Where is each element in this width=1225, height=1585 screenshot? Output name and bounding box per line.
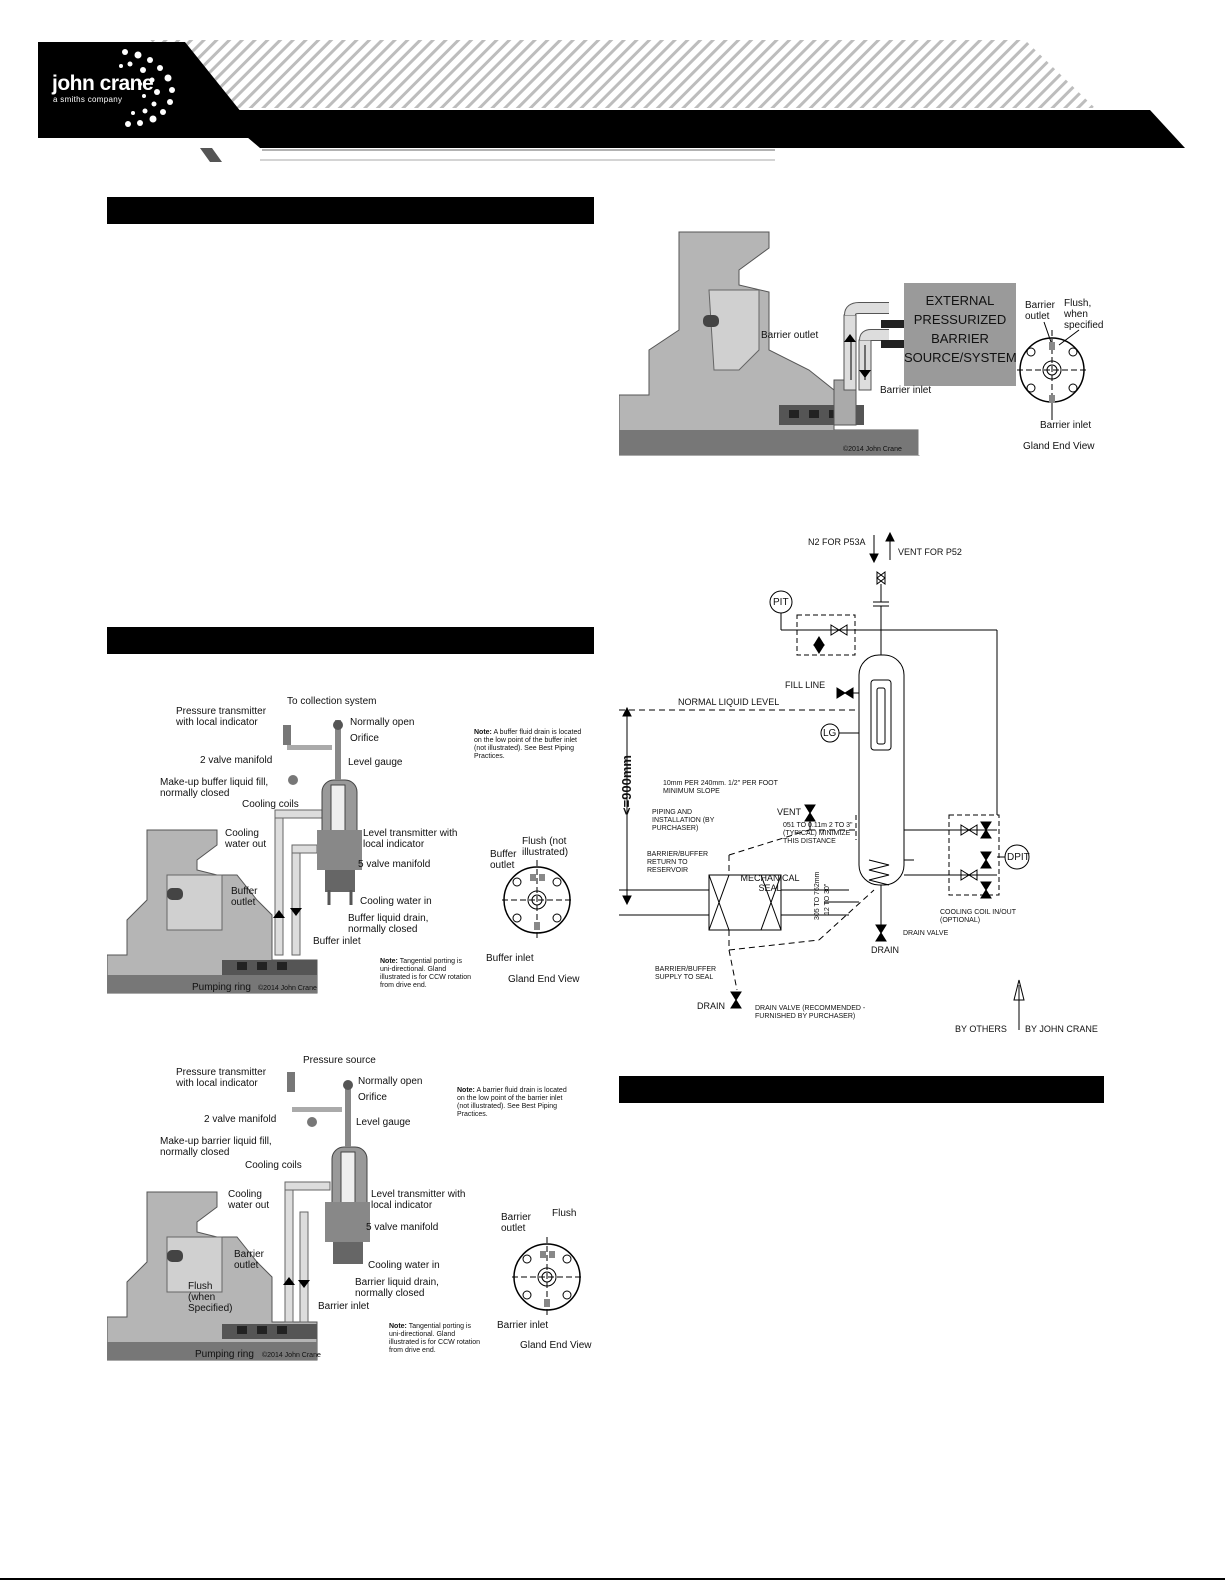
barrier-cooling-coils: Cooling coils [245,1160,302,1171]
barrier-gland-title: Gland End View [520,1340,592,1351]
sch-cooling-coil: COOLING COIL IN/OUT (OPTIONAL) [940,909,1016,924]
barrier-vessel-illustration [107,1072,583,1361]
logo-main: john crane [52,72,154,95]
label-copyright-1: ©2014 John Crane [843,446,902,453]
buffer-cooling-water-in: Cooling water in [360,896,432,907]
external-barrier-box: EXTERNAL PRESSURIZED BARRIER SOURCE/SYST… [904,283,1017,386]
bottom-rule [0,1578,1225,1580]
sch-dim2: 12 TO 30" [824,883,831,915]
buffer-5-valve: 5 valve manifold [358,859,431,870]
buffer-level-gauge: Level gauge [348,757,403,768]
sch-pit: PIT [773,597,789,608]
gland-barrier-outlet: Barrier outlet [1025,300,1056,322]
sch-vent: VENT [777,807,802,817]
barrier-note-2: Note: Tangential porting is uni-directio… [389,1323,481,1354]
barrier-cooling-water-in: Cooling water in [368,1260,440,1271]
barrier-makeup: Make-up barrier liquid fill, normally cl… [160,1136,272,1158]
barrier-copyright: ©2014 John Crane [262,1352,321,1359]
gland-barrier-inlet: Barrier inlet [1040,420,1092,431]
buffer-to-collection: To collection system [287,696,377,707]
gland-flush: Flush, when specified [1064,298,1104,331]
buffer-gland-title: Gland End View [508,974,580,985]
header-graphic [38,40,1185,162]
buffer-outlet: Buffer outlet [231,886,258,908]
sch-n2: N2 FOR P53A [808,537,866,547]
barrier-drain: Barrier liquid drain, normally closed [355,1277,439,1299]
sch-by-others: BY OTHERS [955,1024,1007,1034]
barrier-level-gauge: Level gauge [356,1117,411,1128]
barrier-gland-outlet: Barrier outlet [501,1212,532,1234]
buffer-makeup: Make-up buffer liquid fill, normally clo… [160,777,269,799]
buffer-pressure-transmitter: Pressure transmitter with local indicato… [176,706,267,728]
buffer-normally-open: Normally open [350,717,415,728]
barrier-outlet: Barrier outlet [234,1249,265,1271]
buffer-system-illustration [107,720,573,994]
section-bar-1 [107,197,594,224]
barrier-pressure-transmitter: Pressure transmitter with local indicato… [176,1067,267,1089]
buffer-pumping-ring: Pumping ring [192,982,251,993]
buffer-note-2: Note: Tangential porting is uni-directio… [380,958,472,989]
buffer-cooling-coils: Cooling coils [242,799,299,810]
buffer-cooling-water-out: Cooling water out [225,828,267,850]
sch-normal-level: NORMAL LIQUID LEVEL [678,697,780,707]
buffer-inlet: Buffer inlet [313,936,361,947]
buffer-drain: Buffer liquid drain, normally closed [348,913,429,935]
label-barrier-inlet: Barrier inlet [880,385,932,396]
barrier-cooling-water-out: Cooling water out [228,1189,270,1211]
sch-drain: DRAIN [871,945,900,955]
sch-supply: BARRIER/BUFFER SUPPLY TO SEAL [655,966,717,981]
section-bar-2 [107,627,594,654]
barrier-gland-inlet: Barrier inlet [497,1320,549,1331]
buffer-orifice: Orifice [350,733,379,744]
barrier-system-illustration [619,230,1089,456]
sch-dim1: 305 TO 762mm [814,871,821,920]
buffer-2-valve: 2 valve manifold [200,755,273,766]
barrier-flush: Flush (when Specified) [188,1281,233,1314]
logo-sub: a smiths company [53,95,123,104]
seal-support-schematic [619,531,1030,1030]
sch-slope: 10mm PER 240mm. 1/2" PER FOOT MINIMUM SL… [663,780,778,795]
sch-fill-line: FILL LINE [785,680,826,690]
barrier-normally-open: Normally open [358,1076,423,1087]
sch-drain2: DRAIN [697,1001,726,1011]
barrier-pressure-source: Pressure source [303,1055,376,1066]
barrier-note: Note: A barrier fluid drain is located o… [457,1087,567,1118]
barrier-2-valve: 2 valve manifold [204,1114,277,1125]
buffer-level-transmitter: Level transmitter with local indicator [363,828,458,850]
sch-height: <=900mm [619,755,634,815]
barrier-gland-flush: Flush [552,1208,577,1219]
label-barrier-outlet: Barrier outlet [761,330,819,341]
sch-drain-valve: DRAIN VALVE [903,930,949,937]
sch-lg: LG [823,728,837,739]
section-bar-3 [619,1076,1104,1103]
barrier-inlet: Barrier inlet [318,1301,370,1312]
buffer-gland-outlet: Buffer outlet [490,849,517,871]
barrier-level-transmitter: Level transmitter with local indicator [371,1189,466,1211]
gland-title: Gland End View [1023,441,1095,452]
sch-dpit: DPIT [1007,852,1030,863]
barrier-orifice: Orifice [358,1092,387,1103]
barrier-5-valve: 5 valve manifold [366,1222,439,1233]
sch-piping: PIPING AND INSTALLATION (BY PURCHASER) [652,809,715,832]
barrier-pumping-ring: Pumping ring [195,1349,254,1360]
sch-return: BARRIER/BUFFER RETURN TO RESERVOIR [647,851,709,874]
buffer-copyright: ©2014 John Crane [258,985,317,992]
sch-by-jc: BY JOHN CRANE [1025,1024,1098,1034]
sch-drain-valve2: DRAIN VALVE (RECOMMENDED - FURNISHED BY … [755,1005,866,1020]
buffer-gland-inlet: Buffer inlet [486,953,534,964]
sch-mech-seal: MECHANICAL SEAL [740,873,800,893]
buffer-gland-flush: Flush (not illustrated) [522,836,569,858]
sch-pipe-size: 051 TO 0.11m 2 TO 3" (TYPICAL) MINIMIZE … [783,822,853,845]
sch-vent52: VENT FOR P52 [898,547,962,557]
buffer-note: Note: A buffer fluid drain is located on… [474,729,582,760]
